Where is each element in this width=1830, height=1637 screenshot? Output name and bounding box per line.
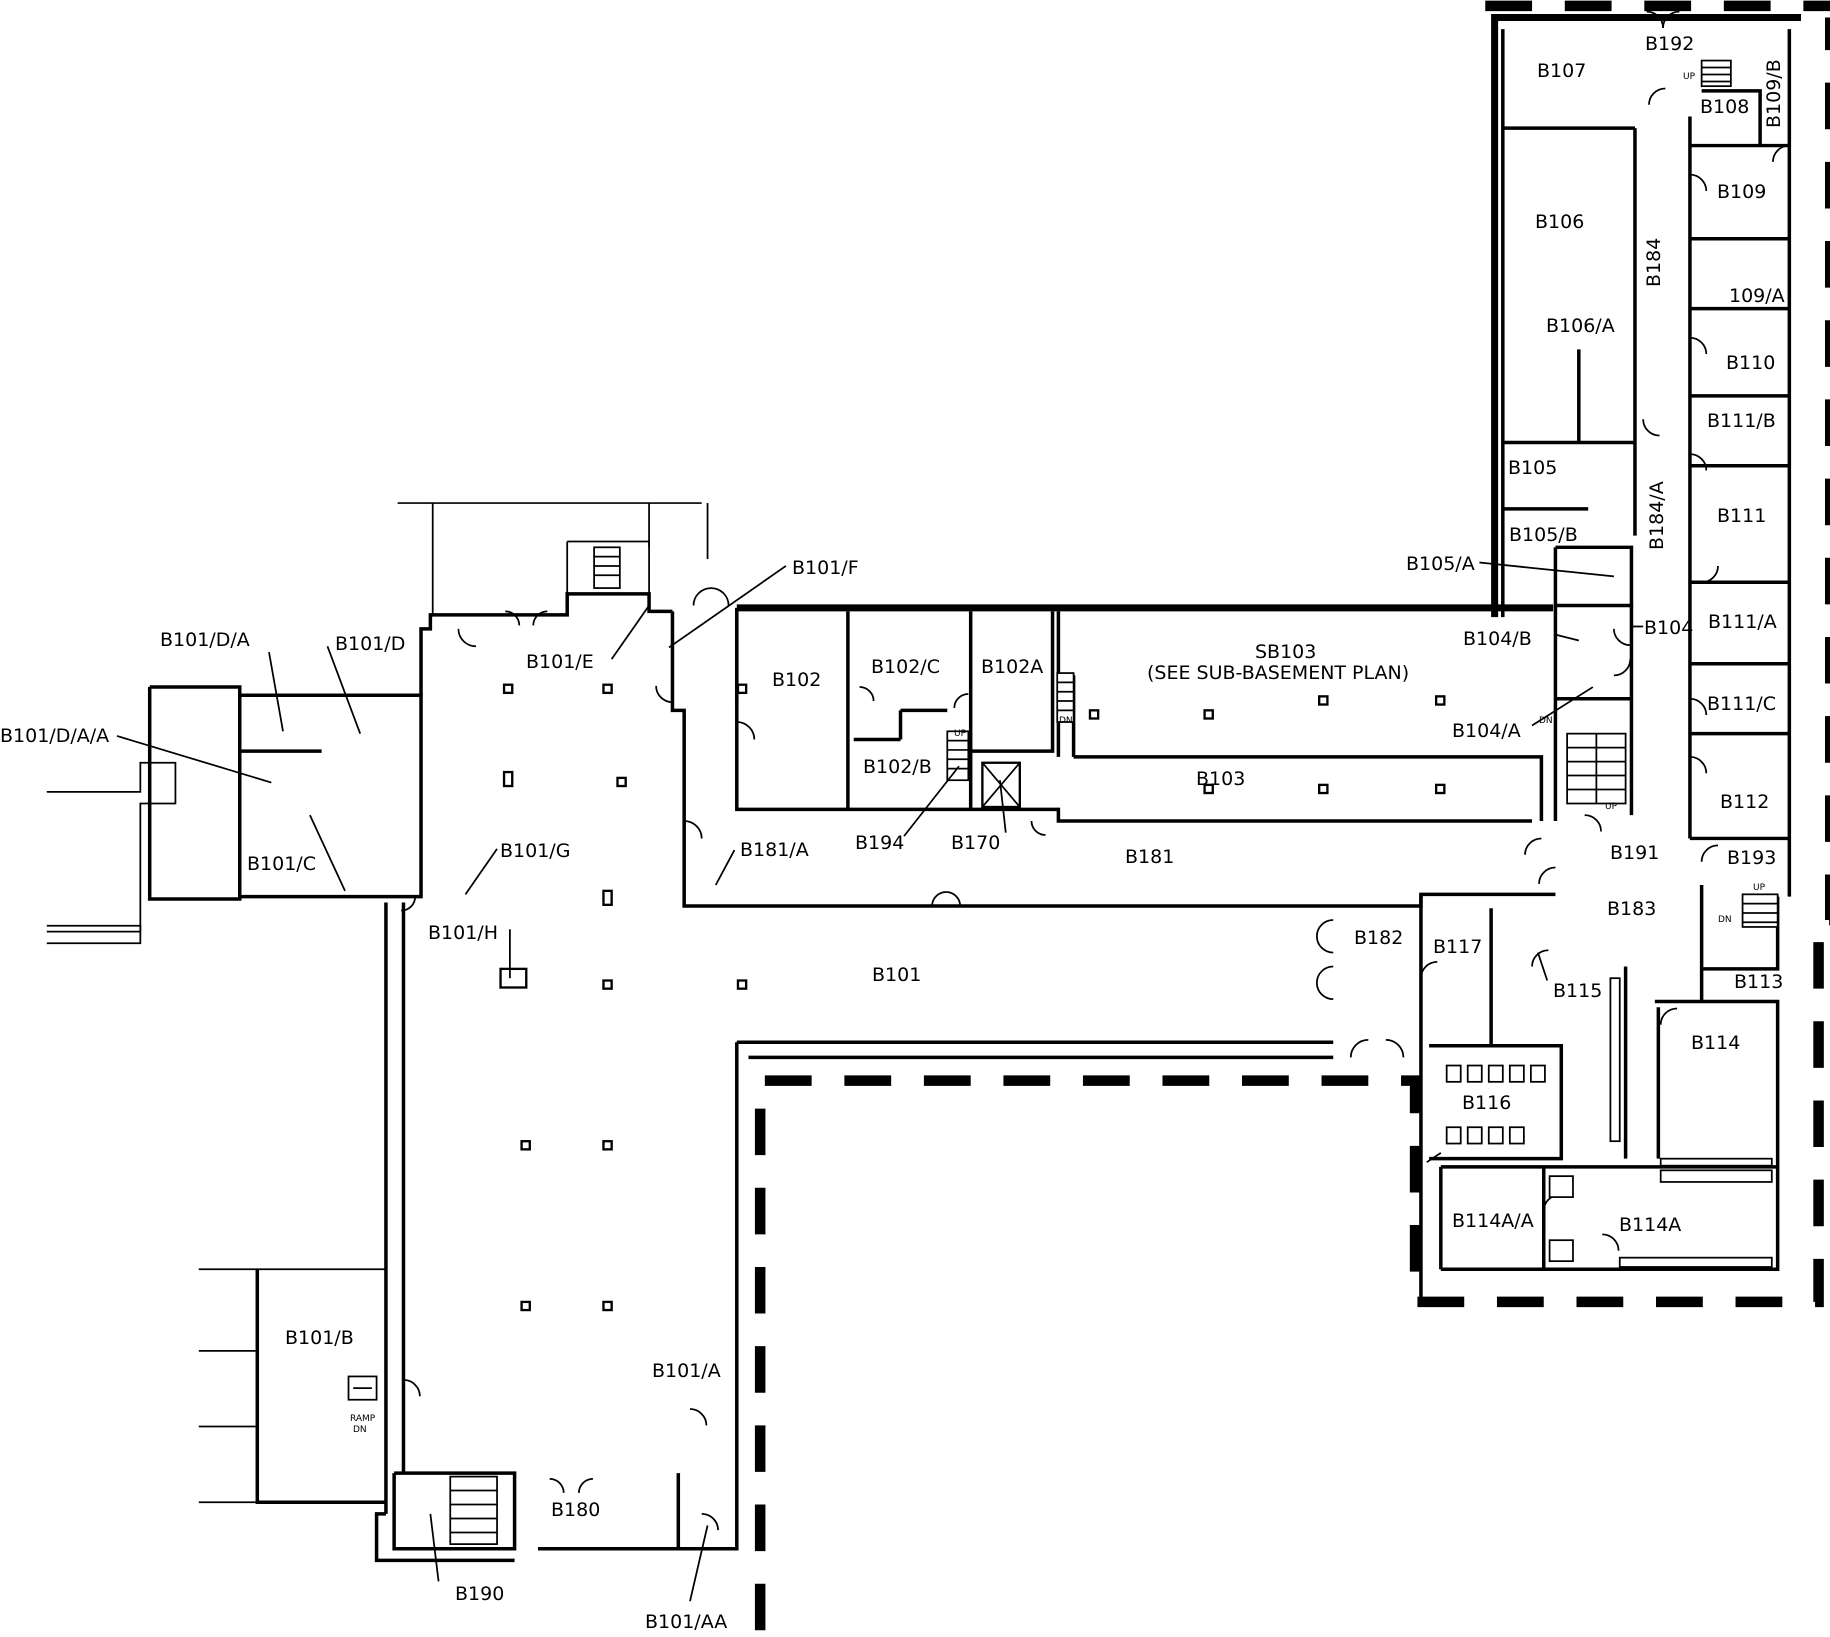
room-b115-label: B115 — [1553, 980, 1602, 1002]
room-b114-label: B114 — [1691, 1032, 1740, 1054]
stair-dn-label-sb103: DN — [1059, 716, 1073, 726]
stair-up-label-b194: UP — [954, 729, 967, 739]
stair-b191 — [1566, 732, 1627, 805]
room-b101-f-label: B101/F — [792, 557, 859, 579]
room-b104-a-label: B104/A — [1452, 720, 1521, 742]
room-b103-label: B103 — [1196, 768, 1245, 790]
room-b108-label: B108 — [1700, 96, 1749, 118]
room-b101-b-label: B101/B — [285, 1327, 354, 1349]
ramp-dn-label: DN — [353, 1425, 367, 1435]
room-sb103-note: (SEE SUB-BASEMENT PLAN) — [1147, 662, 1409, 684]
stair-dn-label-b113: DN — [1718, 915, 1732, 925]
stair-up-label-b191: UP — [1605, 802, 1618, 812]
room-b111-label: B111 — [1717, 505, 1766, 527]
ramp-label: RAMP — [350, 1414, 376, 1424]
room-b184-label: B184 — [1643, 238, 1665, 287]
room-b190-label: B190 — [455, 1583, 504, 1605]
room-b109-label: B109 — [1717, 181, 1766, 203]
columns — [499, 683, 1446, 1312]
room-b110-label: B110 — [1726, 352, 1775, 374]
room-b105-a-label: B105/A — [1406, 553, 1475, 575]
room-b101-a-label: B101/A — [652, 1360, 721, 1382]
room-b101-c-label: B101/C — [247, 853, 316, 875]
room-b104-b-label: B104/B — [1463, 628, 1532, 650]
room-b182-label: B182 — [1354, 927, 1403, 949]
room-b193-label: B193 — [1727, 847, 1776, 869]
room-b117-label: B117 — [1433, 936, 1482, 958]
room-labels: B101 B101/A B101/AA B101/B B101/C B101/D… — [0, 33, 1785, 1633]
room-b105-label: B105 — [1508, 457, 1557, 479]
stair-up-label-b108: UP — [1683, 72, 1696, 82]
room-b114a-a-label: B114A/A — [1452, 1210, 1534, 1232]
room-b101-aa-label: B101/AA — [645, 1611, 727, 1633]
annotations: UP DN DN UP UP UP DN RAMP DN — [350, 72, 1766, 1435]
room-b106-label: B106 — [1535, 211, 1584, 233]
restroom-fixtures — [1445, 977, 1773, 1268]
building-walls — [46, 0, 1830, 1631]
stair-b108 — [1700, 59, 1732, 88]
ramp-b101b — [347, 1375, 378, 1401]
room-sb103-label: SB103 — [1255, 641, 1316, 663]
room-109-a-label: 109/A — [1729, 285, 1785, 307]
room-b184-a-label: B184/A — [1646, 481, 1668, 550]
room-b109-b-label: B109/B — [1763, 59, 1785, 128]
room-b102-c-label: B102/C — [871, 656, 940, 678]
stair-dn-label-b104a: DN — [1539, 716, 1553, 726]
room-b194-label: B194 — [855, 832, 904, 854]
room-b183-label: B183 — [1607, 898, 1656, 920]
room-b104-label: B104 — [1644, 617, 1693, 639]
room-b116-label: B116 — [1462, 1092, 1511, 1114]
stair-up-label-b113: UP — [1753, 883, 1766, 893]
room-b105-b-label: B105/B — [1509, 524, 1578, 546]
room-b102-b-label: B102/B — [863, 756, 932, 778]
room-b102a-label: B102A — [981, 656, 1043, 678]
door-swings — [401, 10, 1790, 1531]
room-b181-label: B181 — [1125, 846, 1174, 868]
room-b111-b-label: B111/B — [1707, 410, 1776, 432]
stairs — [347, 59, 1779, 1546]
room-b192-label: B192 — [1645, 33, 1694, 55]
room-b101-d-label: B101/D — [335, 633, 405, 655]
leader-lines — [116, 561, 1644, 1602]
room-b191-label: B191 — [1610, 842, 1659, 864]
room-b181-a-label: B181/A — [740, 839, 809, 861]
stair-b190 — [449, 1475, 498, 1546]
stair-b113 — [1741, 893, 1779, 928]
room-b111-a-label: B111/A — [1708, 611, 1777, 633]
room-b102-label: B102 — [772, 669, 821, 691]
room-b113-label: B113 — [1734, 971, 1783, 993]
room-b101-d-a-label: B101/D/A — [160, 629, 250, 651]
room-b180-label: B180 — [551, 1499, 600, 1521]
room-b101-label: B101 — [872, 964, 921, 986]
stair-north-lobby — [593, 546, 621, 589]
room-b106-a-label: B106/A — [1546, 315, 1615, 337]
stair-sb103 — [1056, 672, 1075, 723]
room-b101-g-label: B101/G — [500, 840, 570, 862]
room-b112-label: B112 — [1720, 791, 1769, 813]
room-b101-e-label: B101/E — [526, 651, 594, 673]
room-b101-h-label: B101/H — [428, 922, 498, 944]
room-b170-label: B170 — [951, 832, 1000, 854]
room-b114a-label: B114A — [1619, 1214, 1681, 1236]
room-b111-c-label: B111/C — [1707, 693, 1776, 715]
room-b101-d-a-a-label: B101/D/A/A — [0, 725, 109, 747]
room-b107-label: B107 — [1537, 60, 1586, 82]
